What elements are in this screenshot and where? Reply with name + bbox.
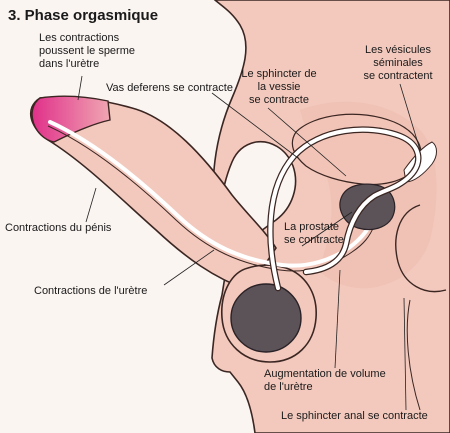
penis-tip: [31, 95, 111, 143]
label-sphincter-vessie: Le sphincter de la vessie se contracte: [234, 68, 324, 107]
label-augmentation: Augmentation de volume de l'urètre: [264, 368, 386, 394]
label-contractions-sperme: Les contractions poussent le sperme dans…: [39, 32, 135, 71]
label-line: Les vésicules: [364, 44, 432, 56]
label-line: de l'urètre: [264, 381, 313, 393]
label-line: se contracte: [249, 94, 309, 106]
testis: [230, 283, 302, 353]
label-line: poussent le sperme: [39, 45, 135, 57]
label-line: se contractent: [363, 70, 433, 82]
label-line: Le sphincter de: [241, 68, 317, 80]
urethra-duct: [48, 120, 374, 268]
label-line: La prostate: [284, 221, 340, 233]
label-contractions-uretre: Contractions de l'urètre: [34, 285, 148, 297]
label-line: séminales: [373, 57, 423, 69]
label-prostate: La prostate se contracte: [284, 221, 344, 247]
label-line: se contracte: [284, 234, 344, 246]
buttock-contour: [395, 204, 447, 293]
label-line: Augmentation de volume: [264, 368, 386, 380]
buttock-lower-contour: [406, 299, 421, 411]
label-line: la vessie: [257, 81, 301, 93]
vas-deferens-duct: [268, 127, 421, 290]
label-line: dans l'urètre: [39, 58, 100, 70]
leader-lines: [77, 75, 421, 411]
urethra-outer: [47, 125, 375, 272]
diagram-title: 3. Phase orgasmique: [8, 7, 159, 24]
label-vesicules: Les vésicules séminales se contractent: [352, 44, 444, 83]
label-sphincter-anal: Le sphincter anal se contracte: [281, 410, 428, 422]
label-vas-deferens: Vas deferens se contracte: [106, 82, 233, 94]
label-line: Les contractions: [39, 32, 120, 44]
label-contractions-penis: Contractions du pénis: [5, 222, 112, 234]
